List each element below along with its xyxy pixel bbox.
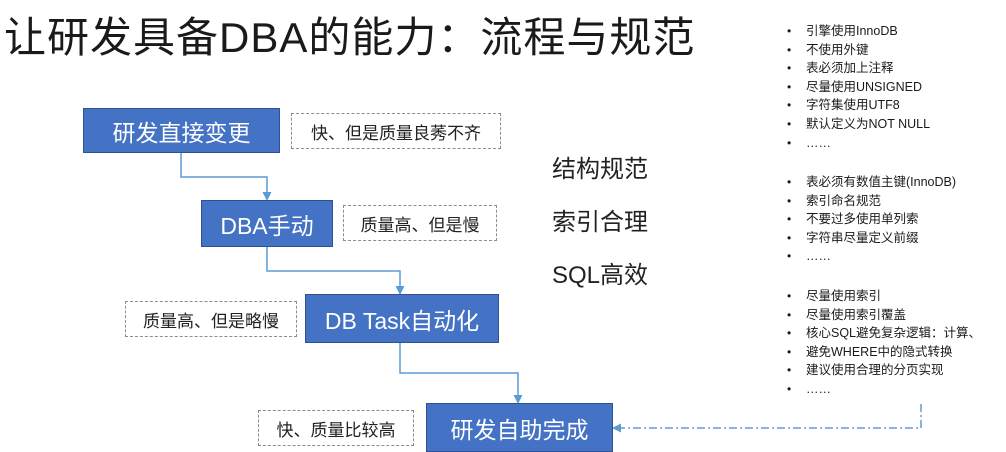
list-item: 不要过多使用单列索 xyxy=(784,210,956,229)
flow-note-4: 快、质量比较高 xyxy=(258,410,414,446)
connector-step2-step3 xyxy=(266,245,405,295)
list-item: 索引命名规范 xyxy=(784,192,956,211)
list-item: 默认定义为NOT NULL xyxy=(784,115,930,134)
flow-step-3: DB Task自动化 xyxy=(305,294,499,343)
list-item: 字符集使用UTF8 xyxy=(784,96,930,115)
page-title: 让研发具备DBA的能力：流程与规范 xyxy=(4,14,696,61)
flow-step-2: DBA手动 xyxy=(201,200,333,247)
list-item: 不使用外键 xyxy=(784,41,930,60)
sql-rules-list: 尽量使用索引 尽量使用索引覆盖 核心SQL避免复杂逻辑：计算、 避免WHERE中… xyxy=(784,287,981,399)
list-item: 引擎使用InnoDB xyxy=(784,22,930,41)
structure-rules-list: 引擎使用InnoDB 不使用外键 表必须加上注释 尽量使用UNSIGNED 字符… xyxy=(784,22,930,152)
flow-step-4: 研发自助完成 xyxy=(426,403,613,452)
list-item: …… xyxy=(784,380,981,399)
index-rules-list: 表必须有数值主键(InnoDB) 索引命名规范 不要过多使用单列索 字符串尽量定… xyxy=(784,173,956,266)
norm-sql: SQL高效 xyxy=(552,262,649,289)
connector-step1-step2 xyxy=(180,151,272,201)
list-item: …… xyxy=(784,247,956,266)
flow-step-1: 研发直接变更 xyxy=(83,108,280,153)
list-item: 核心SQL避免复杂逻辑：计算、 xyxy=(784,324,981,343)
list-item: 字符串尽量定义前缀 xyxy=(784,229,956,248)
connector-lists-step4 xyxy=(612,404,922,433)
list-item: 尽量使用索引覆盖 xyxy=(784,306,981,325)
connector-step3-step4 xyxy=(399,341,523,404)
norms-list: 结构规范 索引合理 SQL高效 xyxy=(552,155,648,314)
list-item: 尽量使用索引 xyxy=(784,287,981,306)
list-item: 表必须有数值主键(InnoDB) xyxy=(784,173,956,192)
list-item: 建议使用合理的分页实现 xyxy=(784,361,981,380)
norm-structure: 结构规范 xyxy=(552,156,648,183)
list-item: 表必须加上注释 xyxy=(784,59,930,78)
flow-note-3: 质量高、但是略慢 xyxy=(125,301,297,337)
flow-note-2: 质量高、但是慢 xyxy=(343,205,497,241)
norm-index: 索引合理 xyxy=(552,209,648,236)
list-item: 避免WHERE中的隐式转换 xyxy=(784,343,981,362)
flow-note-1: 快、但是质量良莠不齐 xyxy=(291,113,501,149)
list-item: 尽量使用UNSIGNED xyxy=(784,78,930,97)
list-item: …… xyxy=(784,134,930,153)
